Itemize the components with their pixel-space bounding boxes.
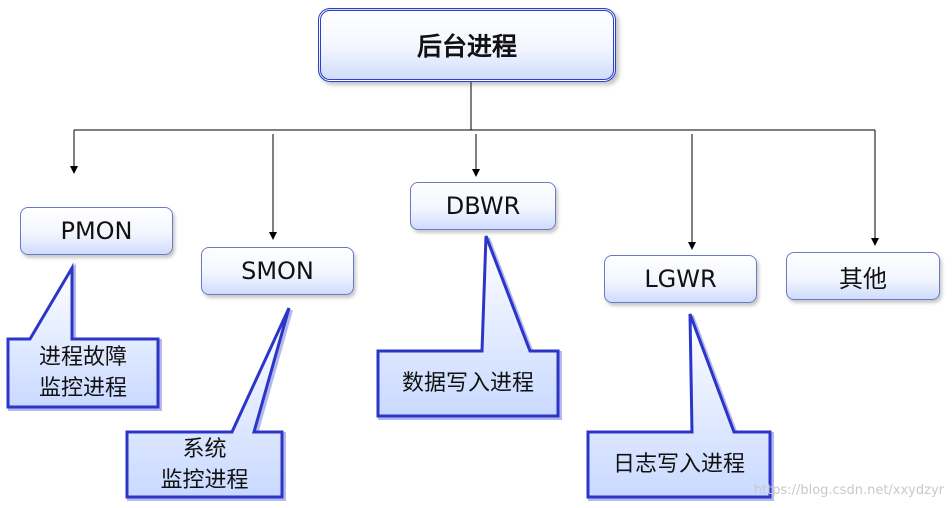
callout-lgwr-shape <box>586 313 774 501</box>
process-node-lgwr: LGWR <box>604 255 757 303</box>
callout-dbwr-text: 数据写入进程 <box>401 371 534 396</box>
callout-pmon-text: 进程故障 监控进程 <box>38 345 127 401</box>
process-node-other: 其他 <box>786 252 940 300</box>
callout-smon-text: 系统 监控进程 <box>160 436 249 493</box>
root-label: 后台进程 <box>416 32 517 61</box>
process-label: 其他 <box>839 264 887 293</box>
process-node-smon: SMON <box>201 247 354 295</box>
callout-lgwr-text: 日志写入进程 <box>612 452 745 477</box>
process-label: LGWR <box>644 265 717 293</box>
process-label: DBWR <box>445 192 521 220</box>
process-node-dbwr: DBWR <box>410 182 556 230</box>
process-label: PMON <box>60 217 133 245</box>
callout-dbwr-shape <box>376 235 562 420</box>
callout-smon-shape <box>125 307 293 501</box>
process-label: SMON <box>241 257 314 285</box>
watermark-text: https://blog.csdn.net/xxydzyr <box>753 483 944 498</box>
root-node: 后台进程 <box>318 8 616 82</box>
process-node-pmon: PMON <box>20 207 173 255</box>
callout-pmon-shape <box>6 262 162 411</box>
